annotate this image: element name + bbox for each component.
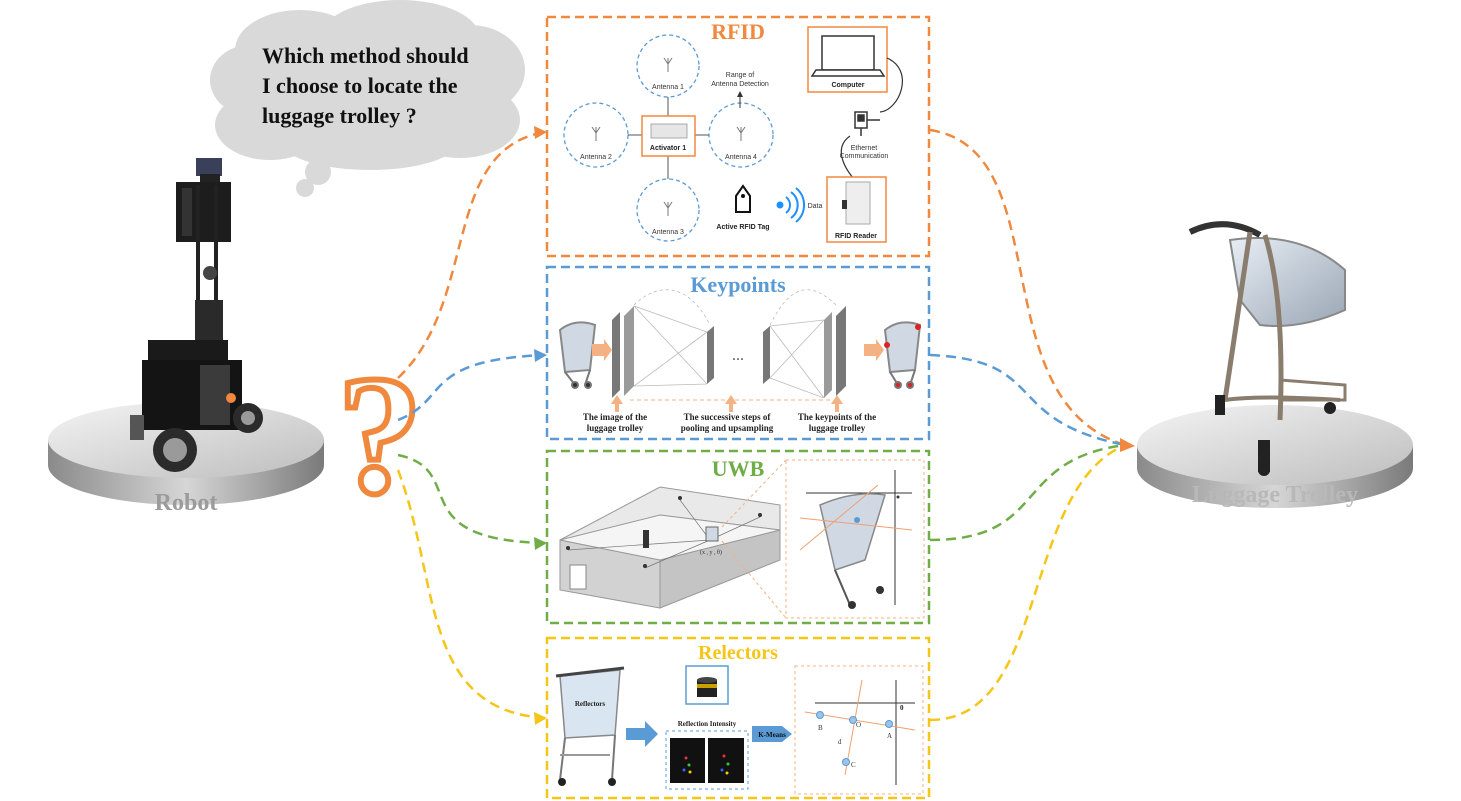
intensity-map-2 xyxy=(708,738,744,783)
antenna-icons xyxy=(591,57,746,216)
caption-input-1: The image of the xyxy=(583,412,647,422)
activator-label: Activator 1 xyxy=(650,145,686,152)
reflectors-title: Relectors xyxy=(698,642,778,664)
robot-label: Robot xyxy=(155,490,218,516)
antenna-1-range xyxy=(636,34,700,98)
ethernet-label-2: Communication xyxy=(840,153,889,160)
reflectors-panel: Relectors Reflectors Reflection Intensit… xyxy=(545,636,931,800)
computer-icon xyxy=(821,35,875,71)
caption-network-1: The successive steps of xyxy=(684,412,772,422)
point-b-label: B xyxy=(818,724,823,732)
rfid-reader-label: RFID Reader xyxy=(835,233,877,240)
activator-icon xyxy=(650,123,688,139)
uwb-coord-label: (x , y , θ) xyxy=(700,549,722,556)
wireless-signal-icon xyxy=(776,187,806,223)
arrowhead-uwb xyxy=(534,537,547,550)
point-d-label: d xyxy=(838,738,842,746)
thought-cloud: Which method should I choose to locate t… xyxy=(210,0,525,197)
intensity-label: Reflection Intensity xyxy=(678,720,737,728)
point-c-label: C xyxy=(851,761,856,769)
kmeans-arrow xyxy=(752,726,792,742)
ethernet-label-1: Ethernet xyxy=(851,145,878,152)
arrowhead-rfid xyxy=(534,126,547,139)
thought-bubble-dot xyxy=(305,159,331,185)
network-ellipsis: ... xyxy=(732,347,744,364)
keypoints-panel: Keypoints ... xyxy=(545,265,931,441)
trolley-platform: Luggage Trolley xyxy=(1137,405,1413,508)
robot-image xyxy=(130,158,263,472)
uwb-zoom-content xyxy=(799,470,913,609)
trolley-keypoints-image xyxy=(883,321,922,389)
connector-uwb-trolley xyxy=(929,443,1126,542)
arrow-to-network xyxy=(592,339,612,361)
rfid-panel: RFID Antenna 1 Antenna 2 Antenna 3 Anten… xyxy=(545,15,931,258)
trolley-input-image xyxy=(558,321,597,389)
rfid-tag-icon xyxy=(735,184,751,213)
rfid-reader-icon xyxy=(845,181,871,225)
arrow-from-network xyxy=(864,339,884,361)
connector-reflectors-trolley xyxy=(929,443,1126,722)
trolley-image xyxy=(1188,221,1347,476)
point-o-label: O xyxy=(856,721,861,729)
caption-input-2: luggage trolley xyxy=(587,423,644,433)
caption-network-2: pooling and upsampling xyxy=(681,423,774,433)
reflectors-geometry-box xyxy=(794,665,924,795)
ethernet-icon xyxy=(854,111,880,136)
thought-line-1: Which method should xyxy=(262,43,469,68)
reflectors-geometry: 0 B O A C d xyxy=(804,679,916,785)
question-mark: ? xyxy=(338,341,423,529)
range-label-1: Range of xyxy=(726,72,754,79)
caption-output-2: luggage trolley xyxy=(809,423,866,433)
data-label: Data xyxy=(808,203,823,210)
trolley-label: Luggage Trolley xyxy=(1192,482,1358,508)
rfid-title: RFID xyxy=(711,19,765,44)
arrowhead-trolley xyxy=(1120,438,1135,452)
thought-bubble-dot xyxy=(296,179,314,197)
arrowhead-reflectors xyxy=(534,712,547,725)
caption-arrows xyxy=(611,395,843,412)
computer-label: Computer xyxy=(831,82,864,89)
lidar-icon xyxy=(697,677,717,697)
uwb-room: (x , y , θ) xyxy=(559,486,781,609)
thought-line-2: I choose to locate the xyxy=(262,73,458,98)
antenna-3-label: Antenna 3 xyxy=(652,229,684,236)
reflectors-label: Reflectors xyxy=(575,700,606,708)
antenna-2-label: Antenna 2 xyxy=(580,154,612,161)
connector-rfid-trolley xyxy=(929,128,1126,447)
network-layers xyxy=(612,306,846,398)
uwb-zoom-box xyxy=(785,459,925,619)
antenna-4-label: Antenna 4 xyxy=(725,154,757,161)
kmeans-label: K-Means xyxy=(758,731,786,739)
uwb-title: UWB xyxy=(712,456,765,481)
intensity-points xyxy=(682,754,730,775)
antenna-3-range xyxy=(636,178,700,242)
rfid-tag-label: Active RFID Tag xyxy=(716,224,769,231)
arrow-to-lidar xyxy=(626,721,658,747)
connector-robot-reflectors xyxy=(396,469,546,720)
origin-label: 0 xyxy=(900,704,904,712)
arrowhead-keypoints xyxy=(534,349,547,362)
connector-keypoints-trolley xyxy=(929,353,1126,447)
keypoints-title: Keypoints xyxy=(690,272,786,297)
intensity-map-1 xyxy=(670,738,705,783)
connector-robot-keypoints xyxy=(397,353,546,422)
connectors xyxy=(396,128,1126,722)
caption-output-1: The keypoints of the xyxy=(798,412,876,422)
connector-robot-uwb xyxy=(397,453,546,545)
connector-robot-rfid xyxy=(397,130,546,379)
intensity-frame xyxy=(665,730,749,790)
antenna-1-label: Antenna 1 xyxy=(652,84,684,91)
range-label-2: Antenna Detection xyxy=(711,81,769,88)
point-a-label: A xyxy=(887,732,892,740)
trolley-reflectors-image: Reflectors xyxy=(555,666,625,786)
thought-line-3: luggage trolley ? xyxy=(262,103,417,128)
uwb-panel: UWB (x , y , θ) xyxy=(545,449,931,625)
